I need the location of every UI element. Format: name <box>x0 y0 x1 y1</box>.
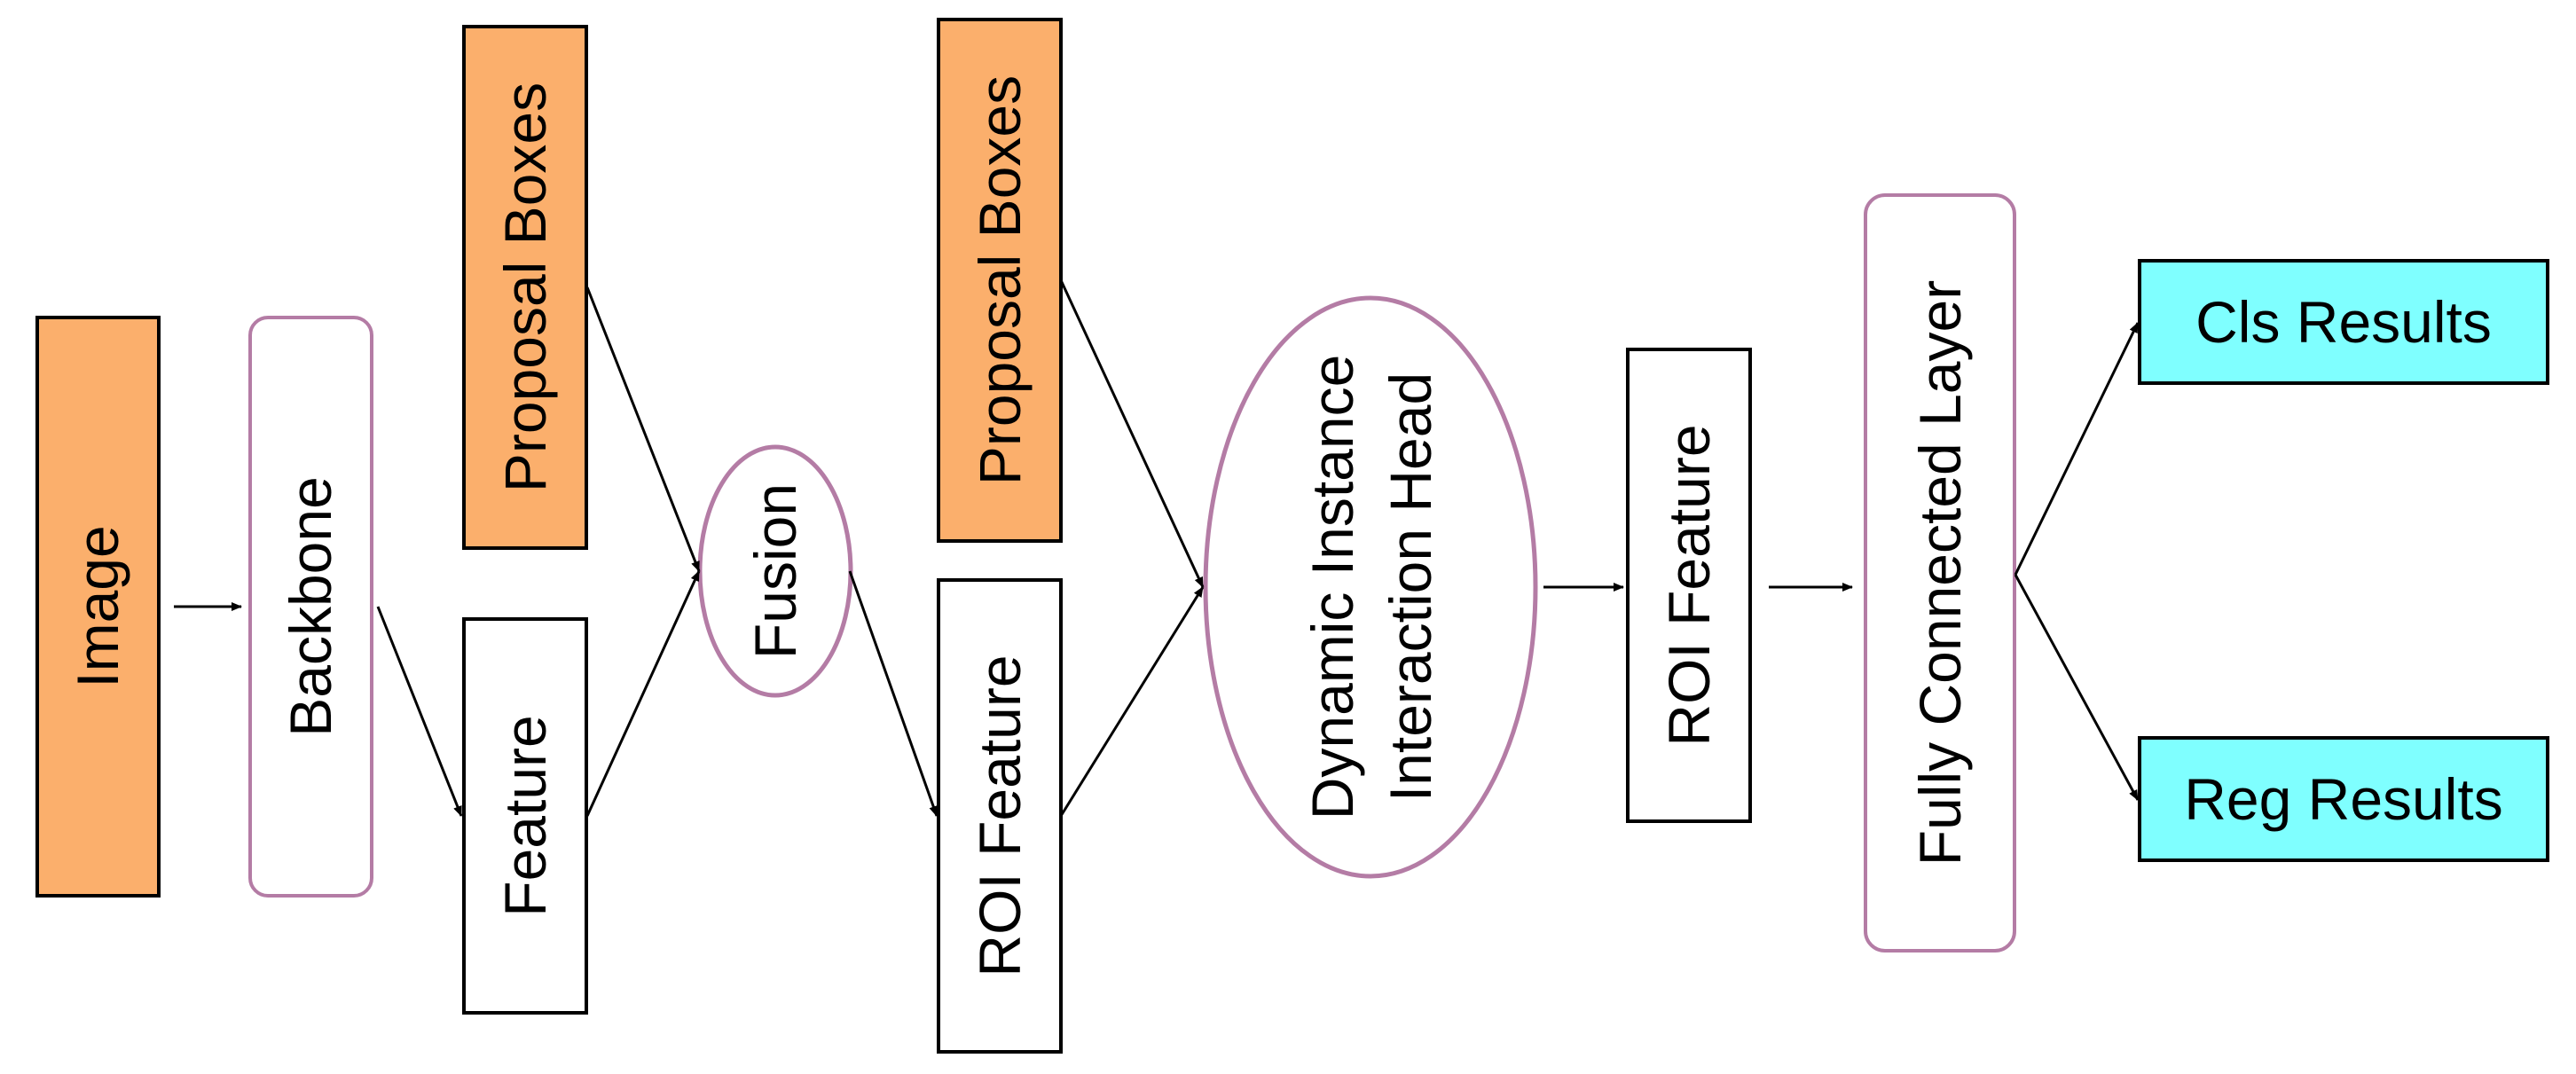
image-node: Image <box>35 316 161 898</box>
roi-feature-1-node: ROI Feature <box>937 578 1063 1054</box>
proposal-boxes-2-label: Proposal Boxes <box>967 75 1033 485</box>
fully-connected-layer-label: Fully Connected Layer <box>1907 280 1973 866</box>
feature-node: Feature <box>462 617 588 1015</box>
image-label: Image <box>65 525 130 687</box>
proposal-boxes-1-label: Proposal Boxes <box>492 82 558 492</box>
fully-connected-layer-node: Fully Connected Layer <box>1864 193 2016 952</box>
arrow-fc-to-reg <box>2014 574 2140 801</box>
backbone-node: Backbone <box>248 316 373 898</box>
proposal-boxes-2-node: Proposal Boxes <box>937 18 1063 543</box>
head-label-line1: Dynamic Instance <box>1300 355 1365 820</box>
roi-feature-2-node: ROI Feature <box>1626 348 1752 823</box>
backbone-label: Backbone <box>278 476 343 737</box>
arrow-feature-to-fusion <box>585 570 701 817</box>
arrow-roi-feature-1-to-head <box>1059 586 1205 817</box>
arrow-fusion-to-roi-feature-1 <box>848 570 939 817</box>
cls-results-label: Cls Results <box>2195 289 2492 355</box>
roi-feature-1-label: ROI Feature <box>967 655 1033 976</box>
feature-label: Feature <box>492 715 558 916</box>
proposal-boxes-1-node: Proposal Boxes <box>462 25 588 550</box>
dynamic-instance-interaction-head-node: Dynamic Instance Interaction Head <box>1203 295 1538 879</box>
roi-feature-2-label: ROI Feature <box>1656 424 1722 746</box>
arrow-proposal-2-to-head <box>1059 279 1205 588</box>
arrow-proposal-1-to-fusion <box>585 286 701 572</box>
cls-results-node: Cls Results <box>2138 259 2549 385</box>
fusion-label: Fusion <box>742 483 808 659</box>
fusion-node: Fusion <box>697 444 853 698</box>
reg-results-label: Reg Results <box>2184 766 2503 832</box>
arrow-fc-to-cls <box>2014 322 2140 576</box>
head-label-line2: Interaction Head <box>1378 372 1443 802</box>
reg-results-node: Reg Results <box>2138 736 2549 862</box>
arrow-backbone-to-feature <box>376 606 463 817</box>
